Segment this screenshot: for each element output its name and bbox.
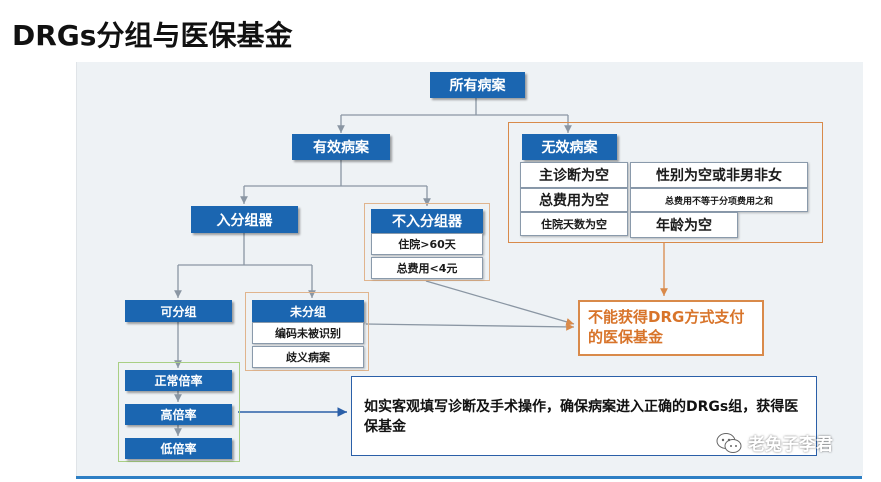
not-enter-reason-stay: 住院>60天 bbox=[371, 233, 483, 255]
not-enter-frame bbox=[364, 203, 490, 281]
invalid-reason-total-cost: 总费用为空 bbox=[520, 188, 628, 212]
ungrouped-frame bbox=[245, 292, 369, 371]
invalid-cases-frame bbox=[508, 122, 823, 243]
ungrouped-reason-ambiguous: 歧义病案 bbox=[252, 346, 364, 368]
not-enter-reason-cost: 总费用<4元 bbox=[371, 257, 483, 279]
invalid-reason-cost-mismatch: 总费用不等于分项费用之和 bbox=[630, 188, 808, 212]
bottom-rule bbox=[76, 476, 862, 479]
slide-title: DRGs分组与医保基金 bbox=[12, 19, 293, 52]
invalid-reason-stay-days: 住院天数为空 bbox=[520, 212, 628, 236]
advice-box: 如实客观填写诊断及手术操作，确保病案进入正确的DRGs组，获得医保基金 bbox=[351, 376, 817, 456]
invalid-reason-gender: 性别为空或非男非女 bbox=[630, 162, 808, 188]
not-enter-grouper-node: 不入分组器 bbox=[371, 209, 483, 233]
all-cases-node: 所有病案 bbox=[430, 72, 525, 98]
high-rate-node: 高倍率 bbox=[125, 404, 232, 425]
no-payment-result: 不能获得DRG方式支付的医保基金 bbox=[578, 300, 764, 356]
valid-cases-node: 有效病案 bbox=[292, 134, 390, 160]
invalid-reason-main-diagnosis: 主诊断为空 bbox=[520, 162, 628, 188]
invalid-cases-node: 无效病案 bbox=[522, 134, 617, 160]
normal-rate-node: 正常倍率 bbox=[125, 370, 232, 391]
low-rate-node: 低倍率 bbox=[125, 438, 232, 459]
rates-frame bbox=[118, 362, 240, 462]
watermark-text: 老兔子李君 bbox=[748, 435, 833, 455]
enter-grouper-node: 入分组器 bbox=[191, 206, 298, 233]
ungrouped-node: 未分组 bbox=[252, 300, 364, 322]
invalid-reason-age: 年龄为空 bbox=[630, 212, 738, 238]
ungrouped-reason-code: 编码未被识别 bbox=[252, 322, 364, 344]
groupable-node: 可分组 bbox=[125, 300, 232, 322]
wechat-icon bbox=[716, 432, 742, 453]
watermark: 老兔子李君 bbox=[716, 430, 833, 455]
